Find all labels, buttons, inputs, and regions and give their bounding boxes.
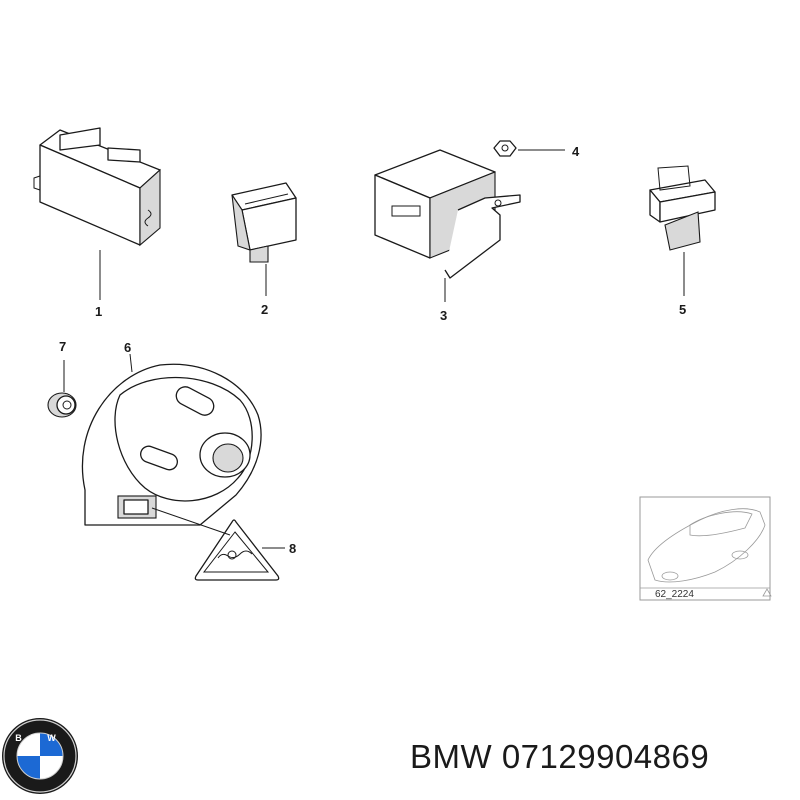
reference-thumbnail: 62_2224 — [639, 496, 772, 601]
callout-4: 4 — [572, 144, 580, 159]
part-1-control-module — [33, 127, 161, 247]
leader-8 — [151, 507, 231, 536]
callout-7: 7 — [59, 339, 66, 354]
callout-1: 1 — [95, 304, 102, 319]
part-5-relay — [649, 165, 716, 251]
callout-5: 5 — [679, 302, 686, 317]
callout-6: 6 — [124, 340, 131, 355]
callout-3: 3 — [440, 308, 447, 323]
part-caption: BMW 07129904869 — [410, 738, 795, 788]
caption-brand: BMW — [410, 738, 493, 775]
callout-8: 8 — [289, 541, 296, 556]
part-7-grommet — [47, 392, 77, 418]
bmw-logo-text: BMW — [15, 733, 65, 743]
part-3-module-with-bracket — [374, 149, 521, 279]
bmw-logo: BMW — [2, 718, 78, 794]
car-outline — [647, 508, 766, 583]
part-8-warning-label — [194, 519, 280, 581]
part-6-siren-housing — [81, 363, 262, 526]
callout-2: 2 — [261, 302, 268, 317]
triangle-icon — [762, 588, 772, 597]
caption-part-number: 07129904869 — [501, 738, 710, 775]
reference-code: 62_2224 — [655, 589, 694, 600]
part-4-nut — [493, 140, 517, 157]
part-2-switch — [231, 182, 297, 263]
leader-6 — [129, 353, 133, 373]
